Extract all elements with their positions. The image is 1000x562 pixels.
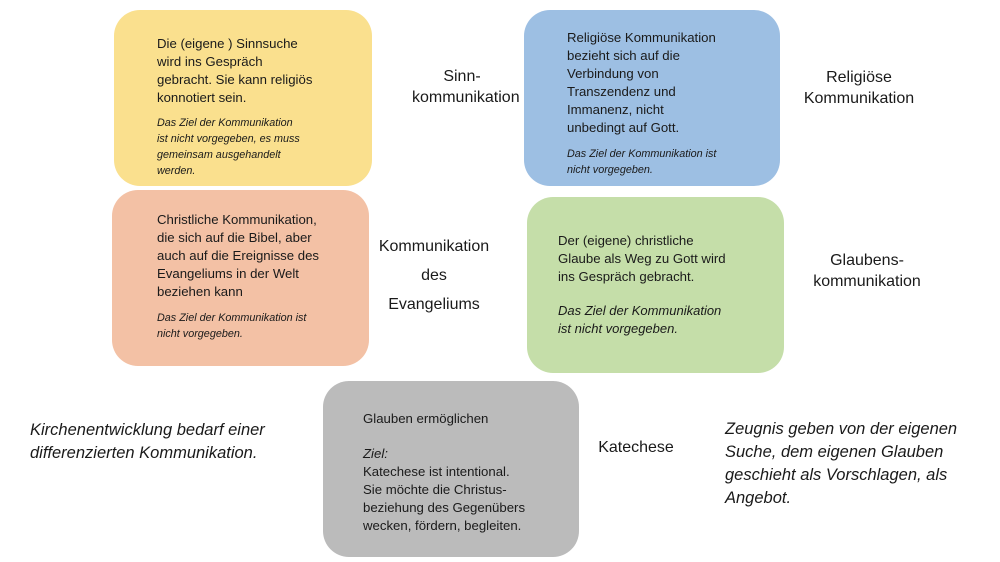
sinnkommunikation-label: Sinn- kommunikation [412,68,520,106]
katechese-goal-label: Ziel: [363,446,388,461]
glaubenskommunikation-label: Glaubens- kommunikation [813,252,921,290]
glaubenskommunikation-goal: Das Ziel der Kommunikation ist nicht vor… [558,303,722,336]
sinnkommunikation-goal: Das Ziel der Kommunikation ist nicht vor… [157,117,300,177]
kommunikation-des-evangeliums-description: Christliche Kommunikation, die sich auf … [157,212,320,299]
sinnkommunikation-box: Die (eigene ) Sinnsuche wird ins Gespräc… [114,10,372,186]
zeugnis-note: Zeugnis geben von der eigenen Suche, dem… [725,420,958,507]
sinnkommunikation-description: Die (eigene ) Sinnsuche wird ins Gespräc… [157,36,313,105]
kommunikation-des-evangeliums-goal: Das Ziel der Kommunikation ist nicht vor… [157,312,307,340]
kommunikation-des-evangeliums-box: Christliche Kommunikation, die sich auf … [112,190,369,366]
katechese-label: Katechese [598,439,674,456]
katechese-goal: Katechese ist intentional. Sie möchte di… [363,464,526,533]
religioese-kommunikation-description: Religiöse Kommunikation bezieht sich auf… [567,30,716,135]
katechese-box: Glauben ermöglichen Ziel: Katechese ist … [323,381,579,557]
glaubenskommunikation-box: Der (eigene) christliche Glaube als Weg … [527,197,784,373]
religioese-kommunikation-label: Religiöse Kommunikation [803,69,915,107]
kirchenentwicklung-note: Kirchenentwicklung bedarf einer differen… [30,421,265,462]
katechese-description: Glauben ermöglichen [363,411,489,426]
glaubenskommunikation-description: Der (eigene) christliche Glaube als Weg … [558,233,726,284]
religioese-kommunikation-box: Religiöse Kommunikation bezieht sich auf… [524,10,780,186]
religioese-kommunikation-goal: Das Ziel der Kommunikation ist nicht vor… [567,148,717,176]
kommunikation-des-evangeliums-label: Kommunikation des Evangeliums [378,238,490,313]
